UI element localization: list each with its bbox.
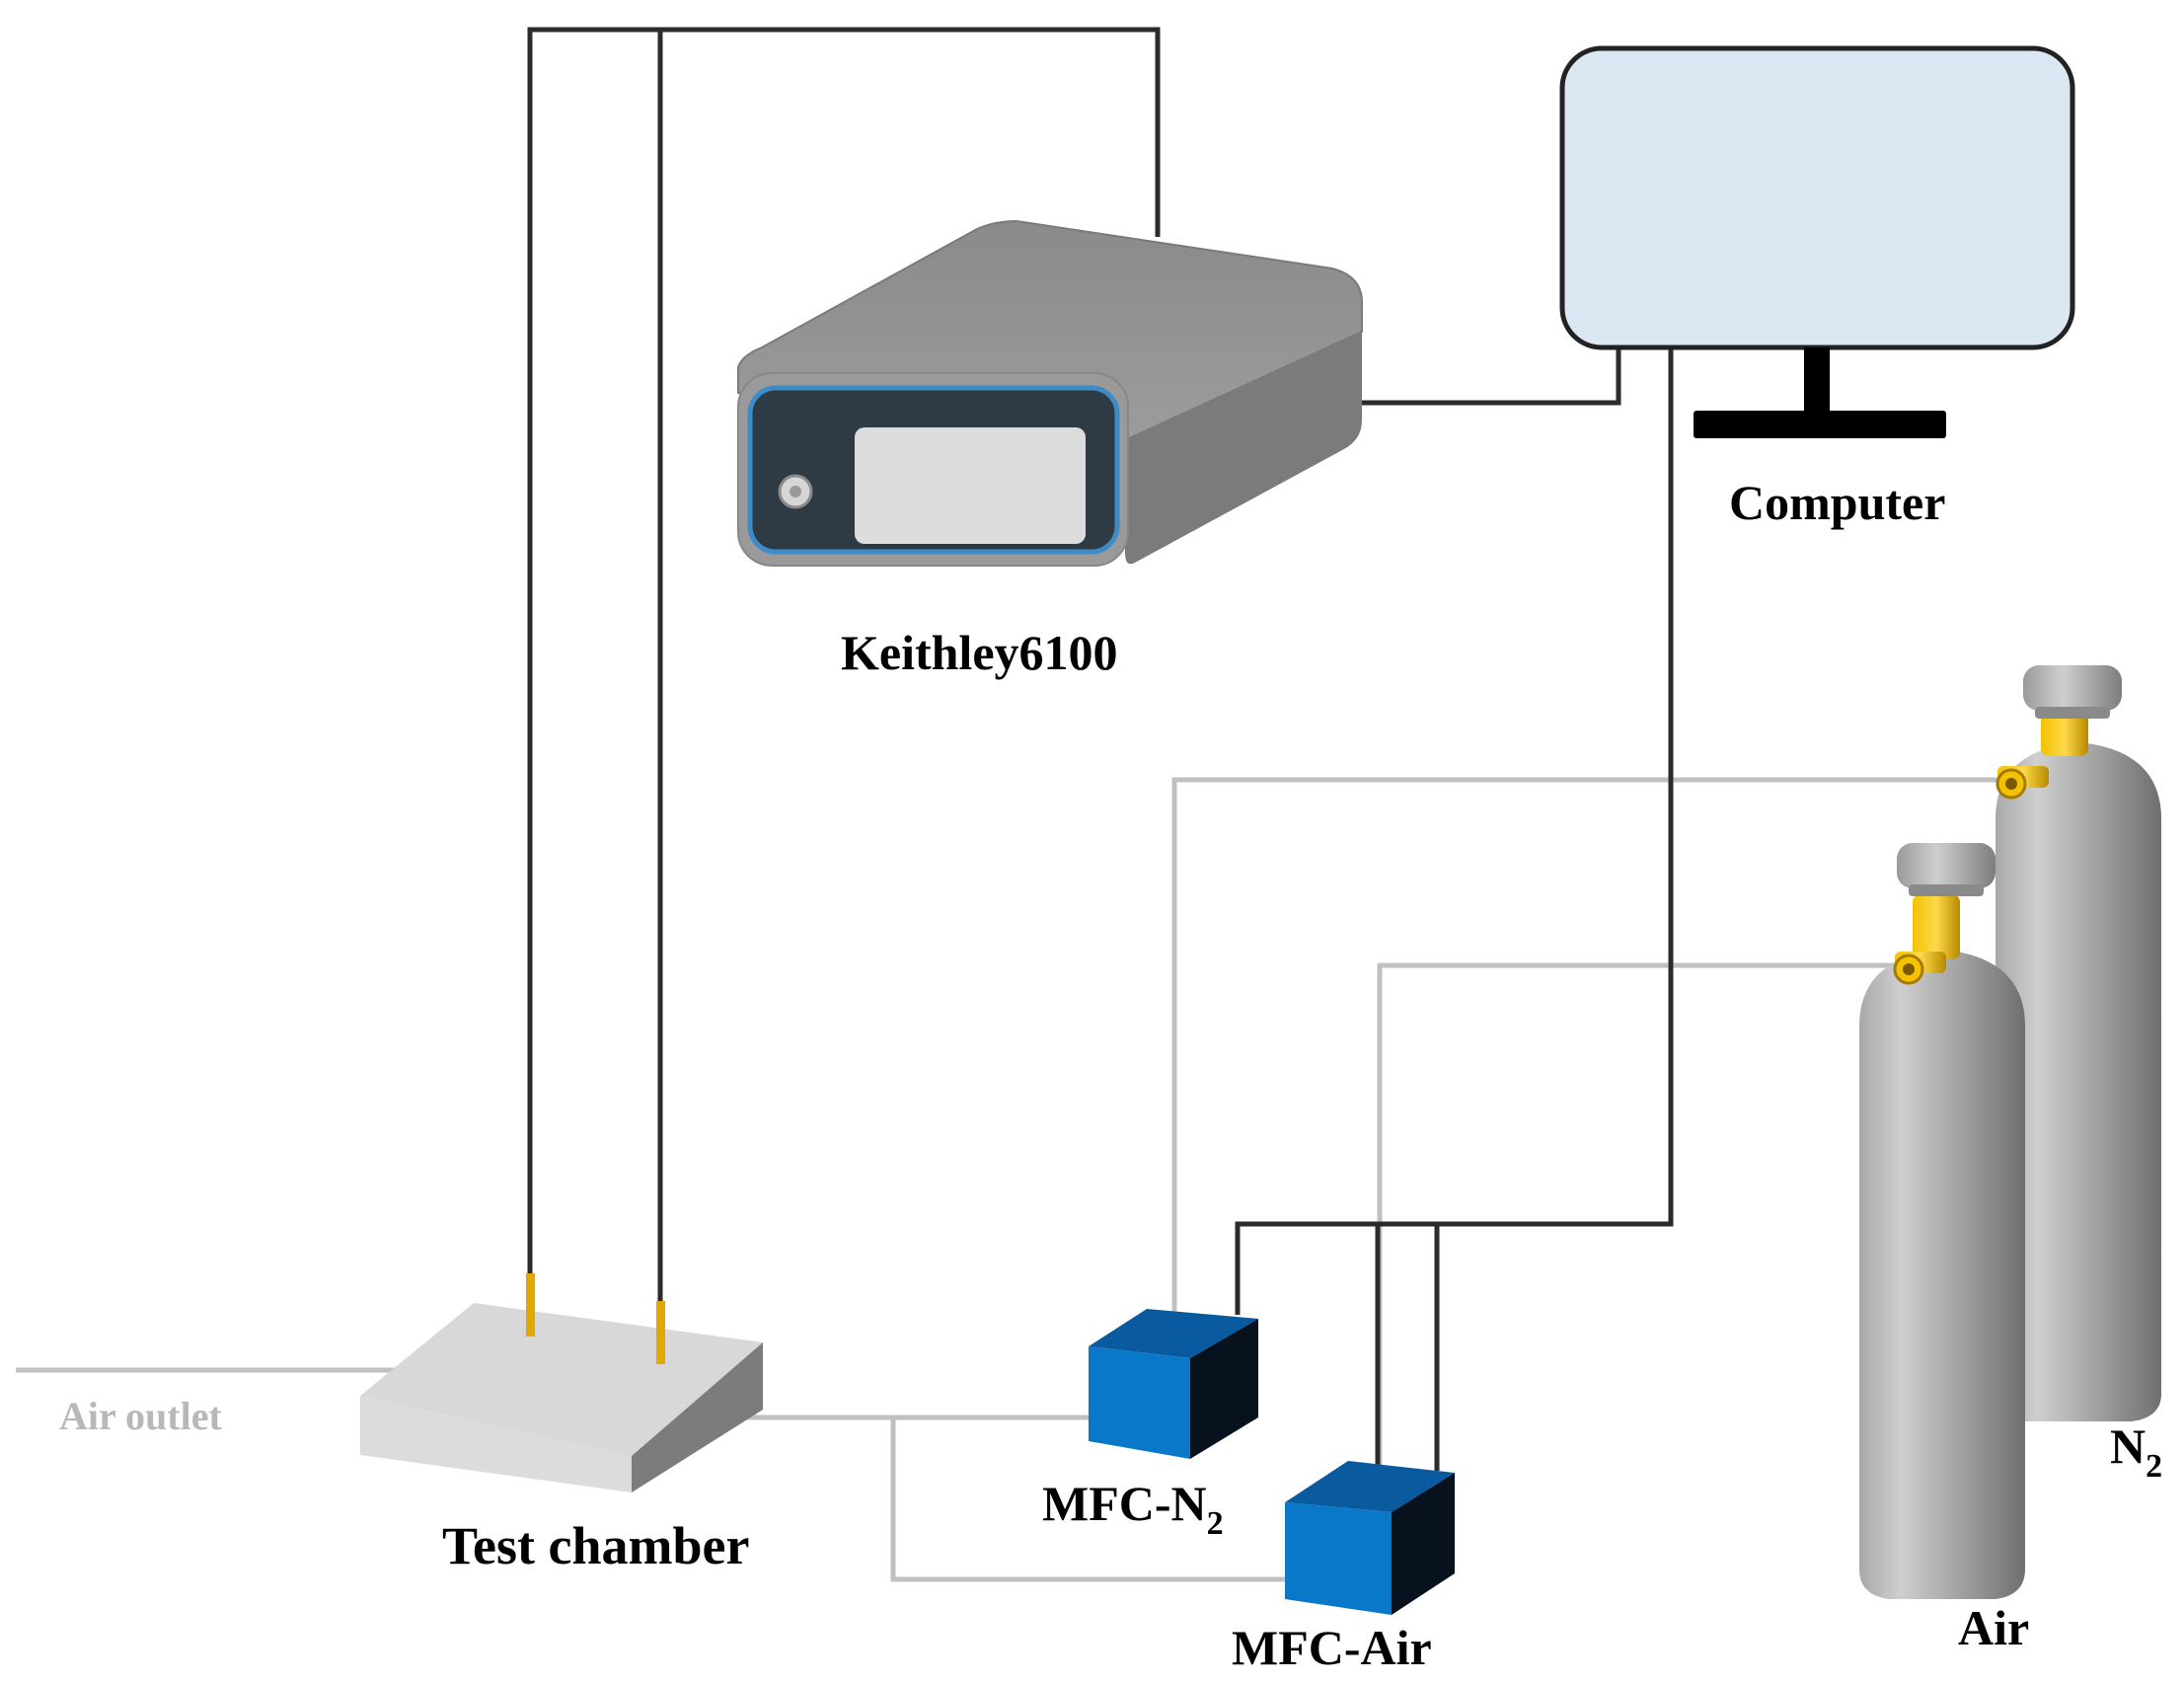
air-cylinder-label: Air [1958, 1600, 2029, 1655]
test-chamber [360, 1273, 763, 1492]
test-chamber-label: Test chamber [442, 1516, 749, 1575]
mfc-air-label: MFC-Air [1232, 1620, 1432, 1675]
air-supply-line [1377, 962, 1910, 1471]
device-display [855, 427, 1086, 544]
probe-wire-left [527, 27, 1161, 1273]
n2-supply-line [1171, 777, 2013, 1313]
computer-monitor [1559, 45, 2075, 438]
signal-wires [527, 27, 1674, 1471]
air-cylinder [1859, 843, 2025, 1599]
keithley-to-computer-wire [1362, 347, 1621, 406]
gas-lines [16, 777, 2013, 1582]
cap-icon [1897, 843, 1996, 896]
chamber-to-mfc-air-line [890, 1417, 1332, 1582]
n2-cylinder [1996, 665, 2161, 1421]
knob-icon [778, 474, 813, 509]
air-outlet-label: Air outlet [59, 1394, 222, 1438]
mfc-n2-label: MFC-N2 [1042, 1476, 1224, 1542]
computer-label: Computer [1729, 475, 1945, 530]
monitor-stand [1694, 411, 1946, 438]
cap-icon [2023, 665, 2122, 719]
mfc-air-block [1285, 1461, 1455, 1615]
probe-tip-left [526, 1273, 535, 1337]
monitor-neck [1804, 347, 1830, 415]
computer-to-mfc-wire [1235, 347, 1674, 1315]
keithley-device [737, 219, 1363, 567]
n2-cylinder-label: N2 [2110, 1418, 2162, 1485]
mfc-n2-block [1089, 1309, 1258, 1459]
keithley-label: Keithley6100 [841, 625, 1118, 680]
valve-icon [1893, 894, 1960, 985]
monitor-screen [1559, 45, 2075, 350]
probe-tip-right [656, 1301, 665, 1364]
